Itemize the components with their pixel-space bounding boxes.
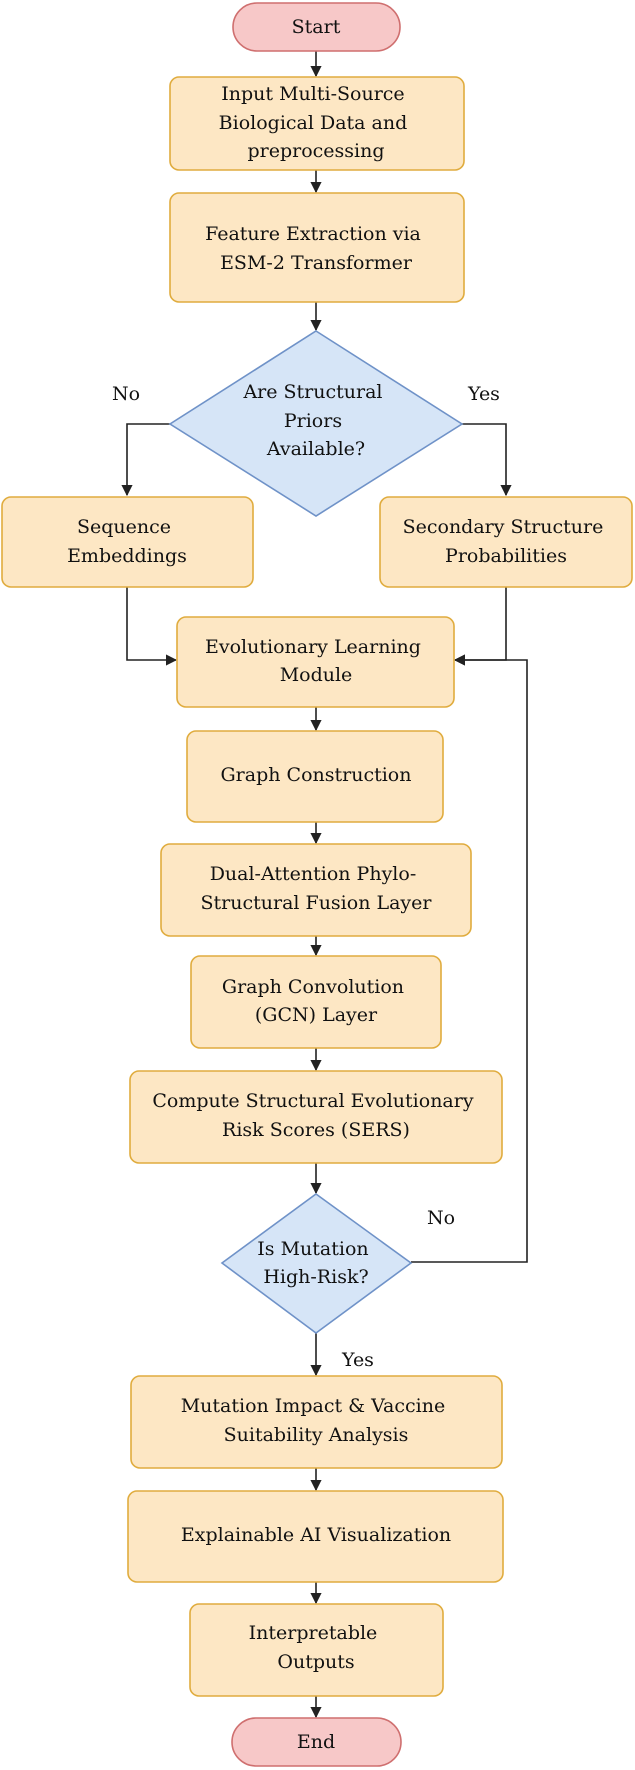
svg-text:End: End bbox=[297, 1731, 335, 1753]
svg-text:Graph Construction: Graph Construction bbox=[221, 764, 412, 786]
node-graph-construction: Graph Construction bbox=[186, 730, 444, 823]
node-evo-label-line-1: Evolutionary Learning bbox=[205, 636, 421, 658]
node-start: Start bbox=[232, 2, 401, 52]
svg-text:Start: Start bbox=[292, 16, 341, 38]
node-evo-label-line-2: Module bbox=[280, 664, 353, 686]
svg-text:Are Structural Priors: Are Structural Priors Available? bbox=[242, 381, 388, 460]
node-feature-label-line-1: Feature Extraction via bbox=[205, 223, 421, 245]
edge-decision1-seq bbox=[121, 423, 170, 497]
node-decision-structural-priors: Are Structural Priors Available? bbox=[168, 330, 464, 517]
node-sers-label-line-2: Risk Scores (SERS) bbox=[222, 1119, 410, 1141]
node-input-label-line-3: preprocessing bbox=[247, 140, 384, 162]
node-dual-attention: Dual-Attention Phylo- Structural Fusion … bbox=[160, 843, 472, 937]
node-seq-label-line-2: Embeddings bbox=[67, 545, 187, 567]
node-sers: Compute Structural Evolutionary Risk Sco… bbox=[129, 1070, 503, 1164]
node-outputs-label-line-2: Outputs bbox=[277, 1651, 354, 1673]
node-explainable-ai: Explainable AI Visualization bbox=[127, 1490, 504, 1583]
node-secondary-label-line-1: Secondary Structure bbox=[403, 516, 604, 538]
edge-decision1-secondary bbox=[462, 423, 512, 497]
edge-label-no-left: No bbox=[112, 383, 140, 405]
node-secondary-label-line-2: Probabilities bbox=[445, 545, 567, 567]
node-evolutionary-learning: Evolutionary Learning Module bbox=[176, 616, 455, 708]
node-dual-label-line-1: Dual-Attention Phylo- bbox=[210, 863, 417, 885]
svg-text:Feature Extraction via E: Feature Extraction via ESM-2 Transformer bbox=[205, 223, 427, 274]
node-interpretable-outputs: Interpretable Outputs bbox=[189, 1603, 444, 1697]
decision2-label-line-2: High-Risk? bbox=[263, 1266, 368, 1288]
node-seq-label-line-1: Sequence bbox=[77, 516, 171, 538]
node-mutation-impact: Mutation Impact & Vaccine Suitability An… bbox=[130, 1375, 503, 1469]
svg-text:Evolutionary Learning Mo: Evolutionary Learning Module bbox=[205, 636, 427, 686]
edge-label-yes-right: Yes bbox=[467, 383, 500, 405]
svg-text:Input Multi-Source Biolo: Input Multi-Source Biological Data and p… bbox=[219, 83, 414, 162]
node-impact-label-line-1: Mutation Impact & Vaccine bbox=[181, 1395, 446, 1417]
svg-text:Is Mutation High-Risk?: Is Mutation High-Risk? bbox=[257, 1238, 374, 1288]
edges bbox=[121, 50, 528, 1719]
svg-text:Secondary Structure Prob: Secondary Structure Probabilities bbox=[403, 516, 610, 567]
edge-secondary-evo bbox=[453, 587, 507, 666]
node-input-label-line-1: Input Multi-Source bbox=[221, 83, 404, 105]
node-input: Input Multi-Source Biological Data and p… bbox=[169, 76, 465, 171]
node-secondary-structure: Secondary Structure Probabilities bbox=[379, 496, 633, 588]
node-impact-label-line-2: Suitability Analysis bbox=[224, 1424, 409, 1446]
svg-text:Compute Structural Evolutionar: Compute Structural Evolutionary Risk Sco… bbox=[152, 1090, 479, 1141]
node-sequence-embeddings: Sequence Embeddings bbox=[1, 496, 254, 588]
node-xai-label: Explainable AI Visualization bbox=[181, 1524, 451, 1546]
node-gcn-label-line-2: (GCN) Layer bbox=[255, 1004, 378, 1026]
node-input-label-line-2: Biological Data and bbox=[219, 112, 408, 134]
svg-text:Mutation Impact & Vaccine: Mutation Impact & Vaccine Suitability An… bbox=[181, 1395, 452, 1446]
decision1-label-line-3: Available? bbox=[266, 438, 365, 460]
decision1-label-line-1: Are Structural bbox=[242, 381, 382, 403]
node-outputs-label-line-1: Interpretable bbox=[249, 1622, 378, 1644]
svg-text:Sequence Embeddings: Sequence Embeddings bbox=[67, 516, 187, 567]
node-end: End bbox=[231, 1717, 402, 1767]
svg-text:Graph Convolution (GCN): Graph Convolution (GCN) Layer bbox=[222, 976, 410, 1026]
svg-text:Explainable AI Visualization: Explainable AI Visualization bbox=[181, 1524, 451, 1546]
node-gcn-layer: Graph Convolution (GCN) Layer bbox=[190, 955, 442, 1049]
node-feature: Feature Extraction via ESM-2 Transformer bbox=[169, 192, 465, 303]
edge-label-no-loop: No bbox=[427, 1207, 455, 1229]
svg-text:Dual-Attention Phylo- St: Dual-Attention Phylo- Structural Fusion … bbox=[201, 863, 433, 914]
node-sers-label-line-1: Compute Structural Evolutionary bbox=[152, 1090, 473, 1112]
edge-decision2-loop-evo bbox=[411, 654, 528, 1263]
node-gcn-label-line-1: Graph Convolution bbox=[222, 976, 404, 998]
edge-labels: No Yes No Yes bbox=[112, 383, 500, 1371]
edge-label-yes-down: Yes bbox=[341, 1349, 374, 1371]
decision2-label-line-1: Is Mutation bbox=[257, 1238, 368, 1260]
svg-text:Interpretable Outputs: Interpretable Outputs bbox=[249, 1622, 384, 1673]
node-dual-label-line-2: Structural Fusion Layer bbox=[201, 892, 433, 914]
node-graph-label: Graph Construction bbox=[221, 764, 412, 786]
node-end-label: End bbox=[297, 1731, 335, 1753]
node-decision-high-risk: Is Mutation High-Risk? bbox=[220, 1193, 413, 1334]
node-start-label: Start bbox=[292, 16, 341, 38]
decision1-label-line-2: Priors bbox=[284, 410, 342, 432]
node-feature-label-line-2: ESM-2 Transformer bbox=[220, 252, 413, 274]
edge-seq-evo bbox=[126, 587, 178, 666]
